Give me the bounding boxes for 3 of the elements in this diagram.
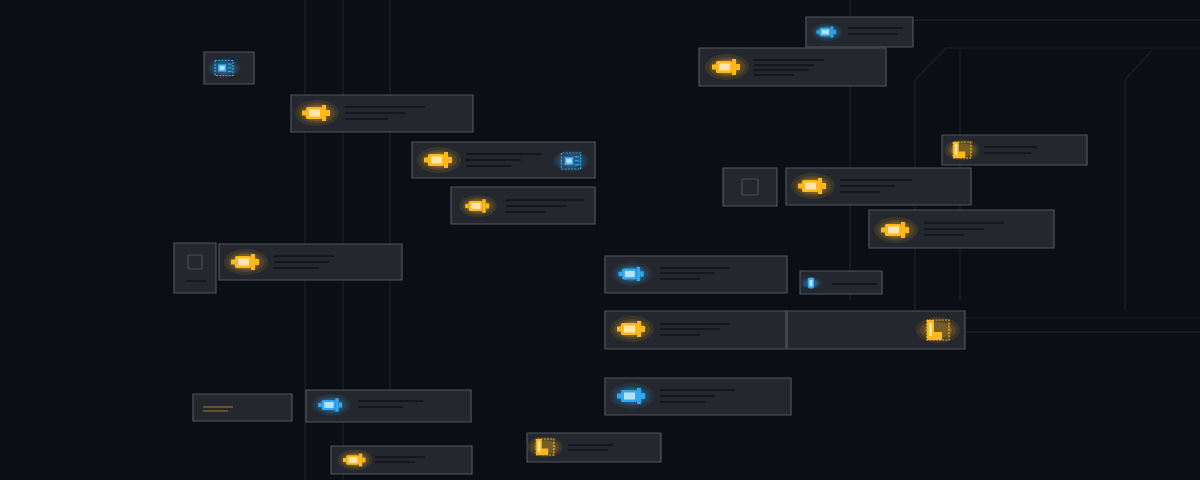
panel [173,242,217,294]
panel [192,393,293,422]
panel [722,167,778,207]
